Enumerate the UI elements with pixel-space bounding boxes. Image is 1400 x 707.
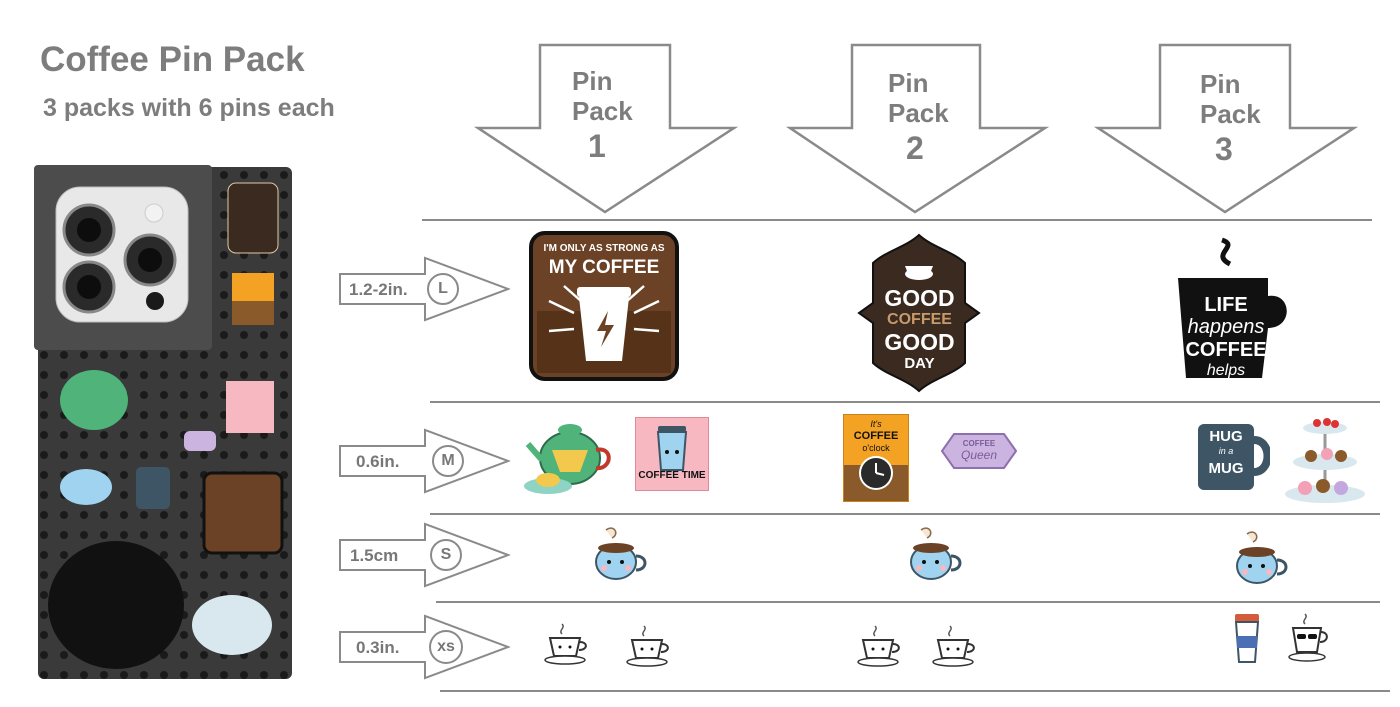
coffee-queen-line2: Queen xyxy=(960,448,998,462)
page-subtitle: 3 packs with 6 pins each xyxy=(43,94,335,122)
pack-2-label: Pin Pack 2 xyxy=(888,68,949,166)
good-coffee-line3: GOOD xyxy=(884,329,955,355)
clock-icon xyxy=(844,456,908,501)
coffee-time-text: COFFEE TIME xyxy=(638,470,706,481)
size-l-code: L xyxy=(438,280,448,297)
good-coffee-line2: COFFEE xyxy=(887,311,952,328)
coffee-cup-icon-xs-4 xyxy=(932,625,975,667)
divider-l xyxy=(430,401,1380,403)
pin-coffee-time: COFFEE TIME xyxy=(635,417,709,491)
pack-1-arrow xyxy=(473,43,739,214)
life-happens-line4: helps xyxy=(1206,362,1246,379)
life-happens-line1: LIFE xyxy=(1204,294,1248,316)
size-m-code: M xyxy=(441,452,455,469)
teapot-icon xyxy=(524,424,611,494)
smiling-mug-icon-2 xyxy=(910,527,962,580)
coffee-oclock-line2: COFFEE xyxy=(853,430,899,442)
pin-hug-mug: HUG in a MUG xyxy=(1196,422,1272,492)
good-coffee-badge-icon xyxy=(857,233,981,393)
mug-icon xyxy=(1198,424,1272,490)
pin-life-happens: LIFE happens COFFEE helps xyxy=(1170,236,1296,394)
pack-2-arrow xyxy=(785,43,1050,214)
strong-coffee-line2: MY COFFEE xyxy=(548,257,660,278)
pin-coffee-oclock: It's COFFEE o'clock xyxy=(843,414,909,502)
good-coffee-line4: DAY xyxy=(904,355,935,372)
smiling-mug-icon-3 xyxy=(1236,531,1288,584)
life-happens-line3: COFFEE xyxy=(1185,339,1267,361)
coffee-oclock-line3: o'clock xyxy=(862,443,890,453)
black-mug-icon xyxy=(1178,237,1287,378)
size-l-dimension: 1.2-2in. xyxy=(349,280,408,299)
cake-stand-icon xyxy=(1285,418,1365,503)
pin-coffee-queen: COFFEE Queen xyxy=(940,432,1018,470)
takeaway-cup-icon-xs xyxy=(1234,614,1260,663)
takeaway-cup-icon xyxy=(656,426,688,471)
pack-1-label: Pin Pack 1 xyxy=(572,66,633,164)
divider-s xyxy=(436,601,1380,603)
pin-strong-coffee: I'M ONLY AS STRONG AS MY COFFEE xyxy=(529,231,679,381)
coffee-queen-line1: COFFEE xyxy=(962,439,996,448)
divider-top xyxy=(422,219,1372,221)
pack-arrows xyxy=(473,43,1359,214)
divider-m xyxy=(430,513,1380,515)
pack-3-label: Pin Pack 3 xyxy=(1200,69,1261,167)
hug-mug-line3: MUG xyxy=(1208,460,1244,477)
pin-good-coffee: GOOD COFFEE GOOD DAY xyxy=(857,233,982,393)
size-m-dimension: 0.6in. xyxy=(356,452,400,471)
coffee-oclock-line1: It's xyxy=(870,419,882,429)
sunglasses-cup-icon-xs xyxy=(1288,613,1328,662)
size-xs-dimension: 0.3in. xyxy=(356,638,400,657)
life-happens-line2: happens xyxy=(1187,316,1265,338)
coffee-cup-icon-xs-1 xyxy=(544,623,587,665)
size-s-code: S xyxy=(440,546,452,563)
coffee-cup-icon-xs-2 xyxy=(626,625,669,667)
page-title: Coffee Pin Pack xyxy=(40,40,305,79)
hug-mug-line2: in a xyxy=(1218,446,1234,456)
coffee-cup-icon-xs-3 xyxy=(857,625,900,667)
hug-mug-line1: HUG xyxy=(1209,428,1243,445)
coffee-cup-icon xyxy=(529,231,679,381)
smiling-mug-icon-1 xyxy=(595,527,647,580)
strong-coffee-line1: I'M ONLY AS STRONG AS xyxy=(543,243,665,254)
queen-badge-icon xyxy=(940,433,1018,469)
divider-xs xyxy=(440,690,1390,692)
size-arrows xyxy=(339,256,511,680)
size-xs-code: xs xyxy=(437,638,455,655)
pack-3-arrow xyxy=(1093,43,1359,214)
phone-case-image xyxy=(34,165,292,679)
good-coffee-line1: GOOD xyxy=(884,285,955,311)
size-s-dimension: 1.5cm xyxy=(350,546,399,565)
